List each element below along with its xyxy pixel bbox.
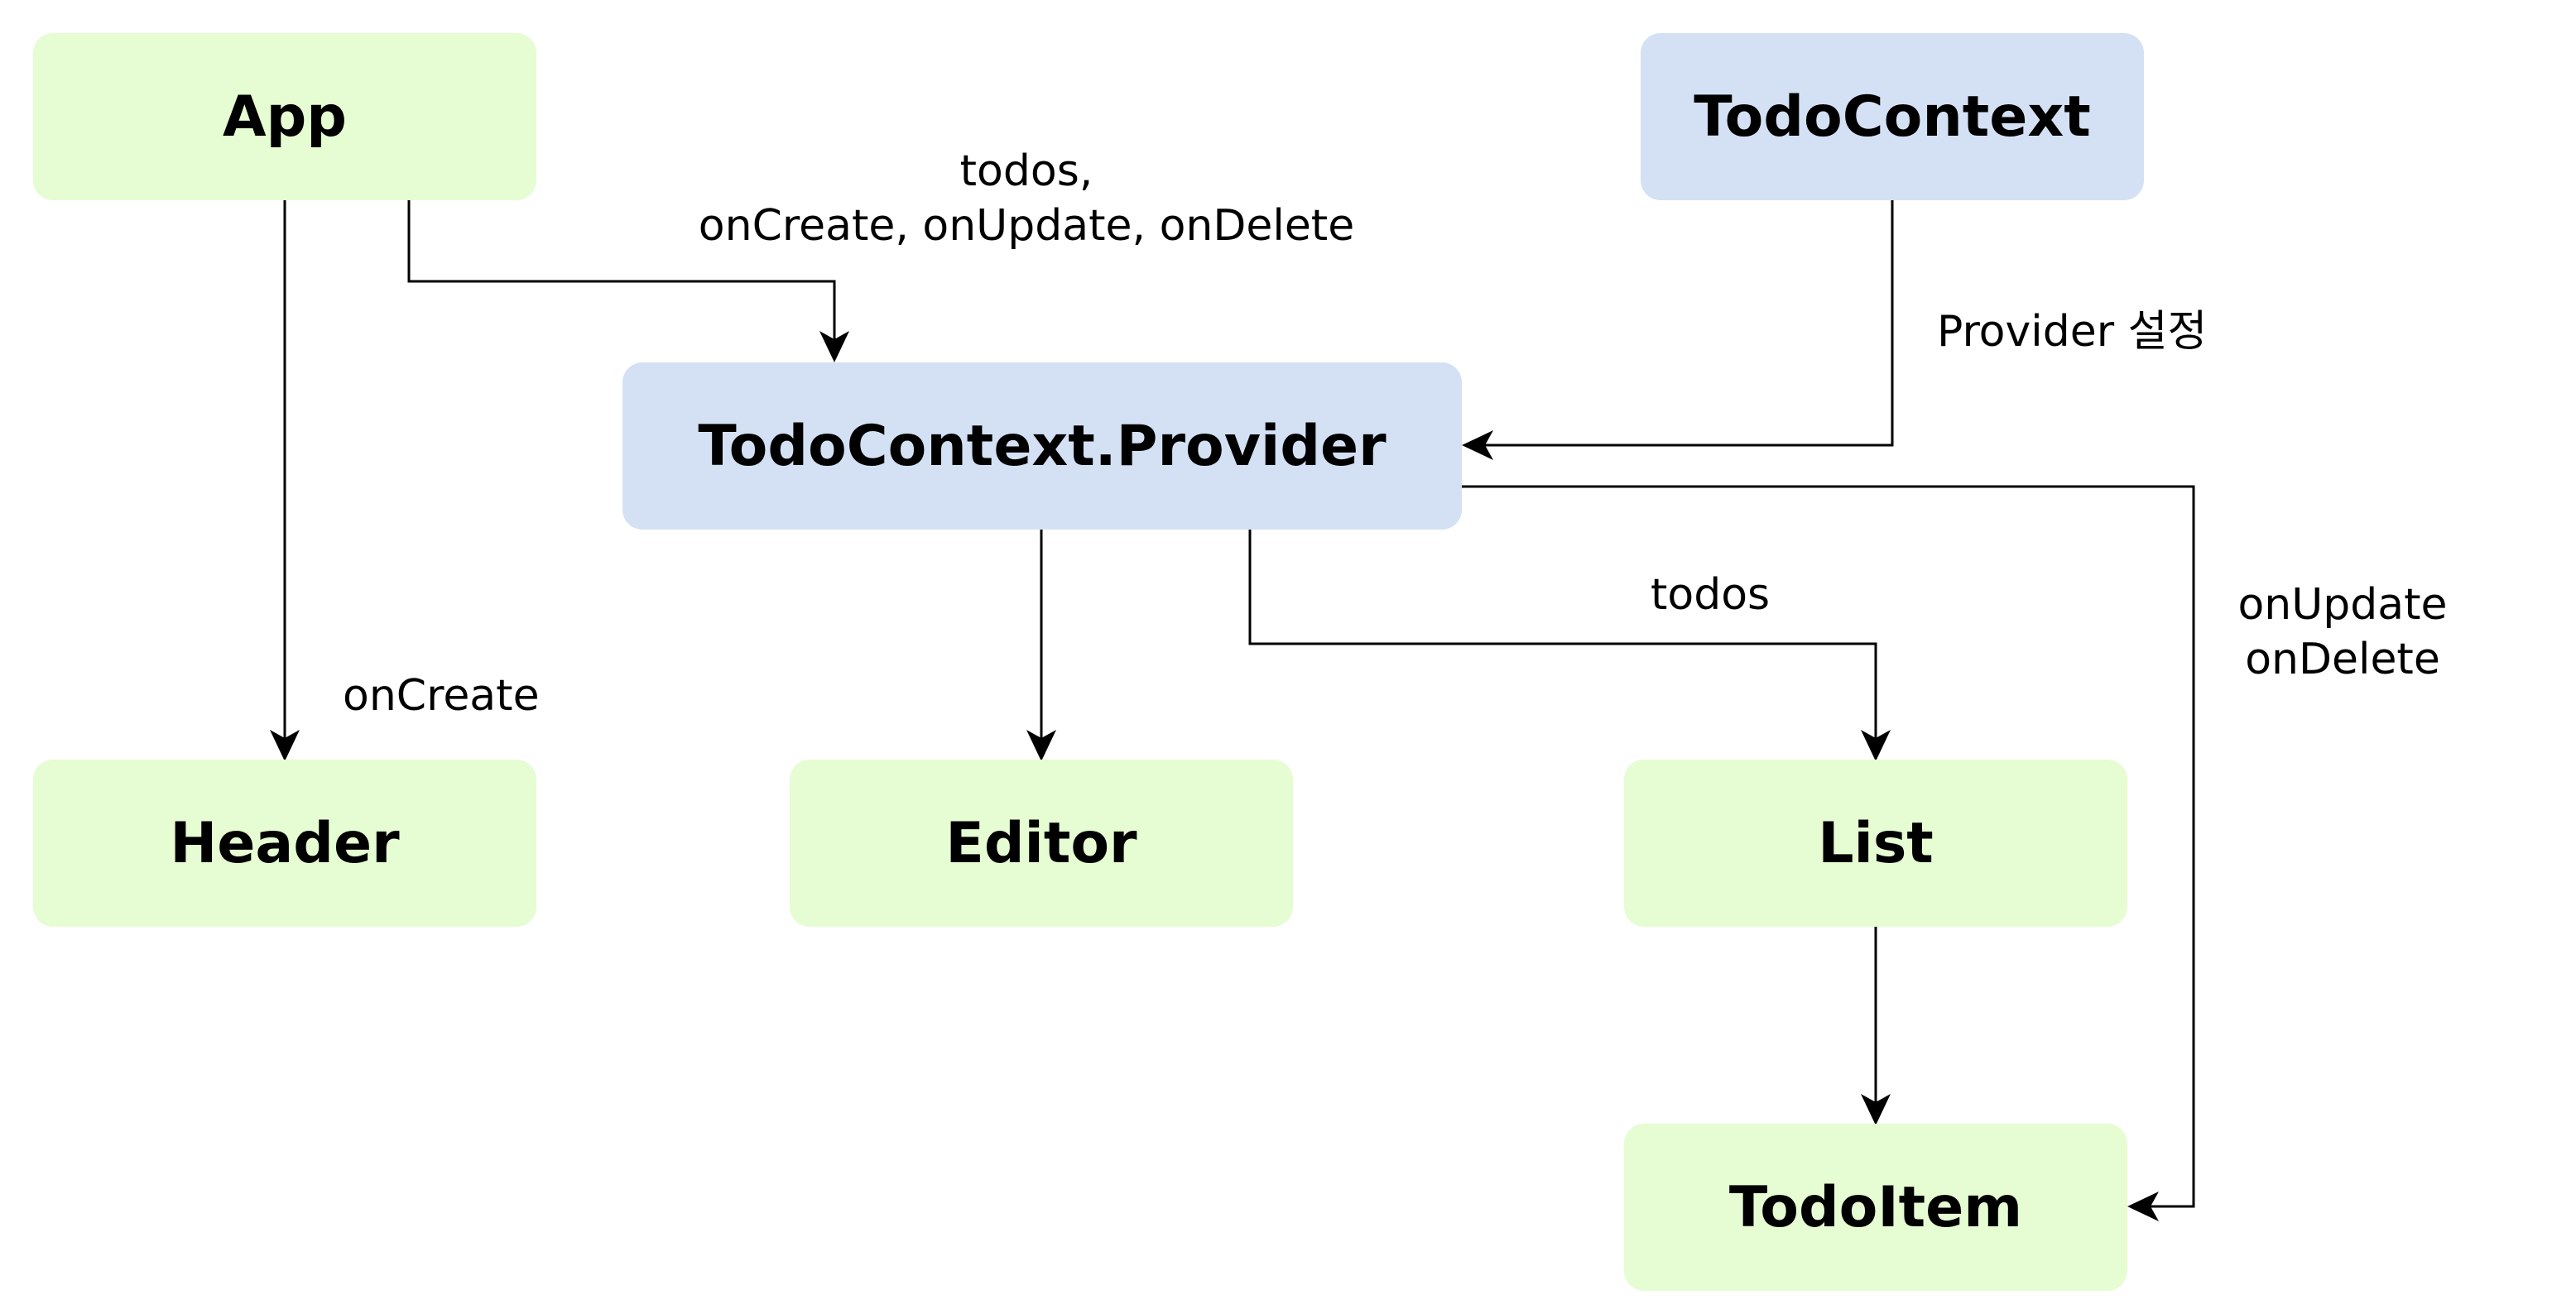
node-app: App	[33, 33, 536, 200]
edge-context-to-provider	[1467, 200, 1894, 447]
arrowhead-editor	[1026, 730, 1056, 761]
label-app-to-provider-line1: todos,	[959, 146, 1093, 196]
node-todo-context-label: TodoContext	[1694, 84, 2091, 150]
node-editor: Editor	[790, 760, 1293, 927]
arrowhead-provider-right	[1462, 430, 1493, 460]
node-list: List	[1624, 760, 2127, 927]
label-provider-to-todoitem-line1: onUpdate	[2237, 580, 2448, 630]
arrowhead-list	[1861, 730, 1891, 761]
node-todo-context-provider: TodoContext.Provider	[622, 362, 1462, 530]
node-provider-label: TodoContext.Provider	[698, 413, 1387, 479]
label-provider-to-todoitem: onUpdate onDelete	[2227, 578, 2458, 687]
arrowhead-provider-top	[819, 331, 849, 362]
node-todo-item-label: TodoItem	[1728, 1174, 2023, 1240]
node-app-label: App	[223, 84, 347, 150]
label-provider-to-todoitem-line2: onDelete	[2245, 635, 2440, 684]
arrowhead-todoitem-right	[2127, 1192, 2159, 1221]
label-app-to-header: onCreate	[343, 669, 540, 723]
node-header: Header	[33, 760, 536, 927]
label-app-to-header-text: onCreate	[343, 671, 540, 721]
edge-provider-to-list	[1248, 530, 1877, 756]
arrowhead-todoitem-top	[1861, 1094, 1891, 1125]
label-provider-to-list: todos	[1651, 568, 1770, 622]
edge-provider-to-todoitem	[1462, 485, 2195, 1208]
label-provider-to-list-text: todos	[1651, 570, 1771, 620]
node-list-label: List	[1818, 810, 1934, 876]
node-editor-label: Editor	[945, 810, 1137, 876]
node-todo-item: TodoItem	[1624, 1124, 2127, 1291]
label-context-to-provider: Provider 설정	[1937, 305, 2207, 359]
node-todo-context: TodoContext	[1641, 33, 2144, 200]
arrowhead-header	[270, 730, 300, 761]
label-app-to-provider: todos, onCreate, onUpdate, onDelete	[670, 144, 1382, 253]
node-header-label: Header	[170, 810, 400, 876]
label-app-to-provider-line2: onCreate, onUpdate, onDelete	[698, 201, 1355, 251]
label-context-to-provider-text: Provider 설정	[1937, 307, 2208, 357]
edge-app-to-provider	[407, 200, 836, 357]
